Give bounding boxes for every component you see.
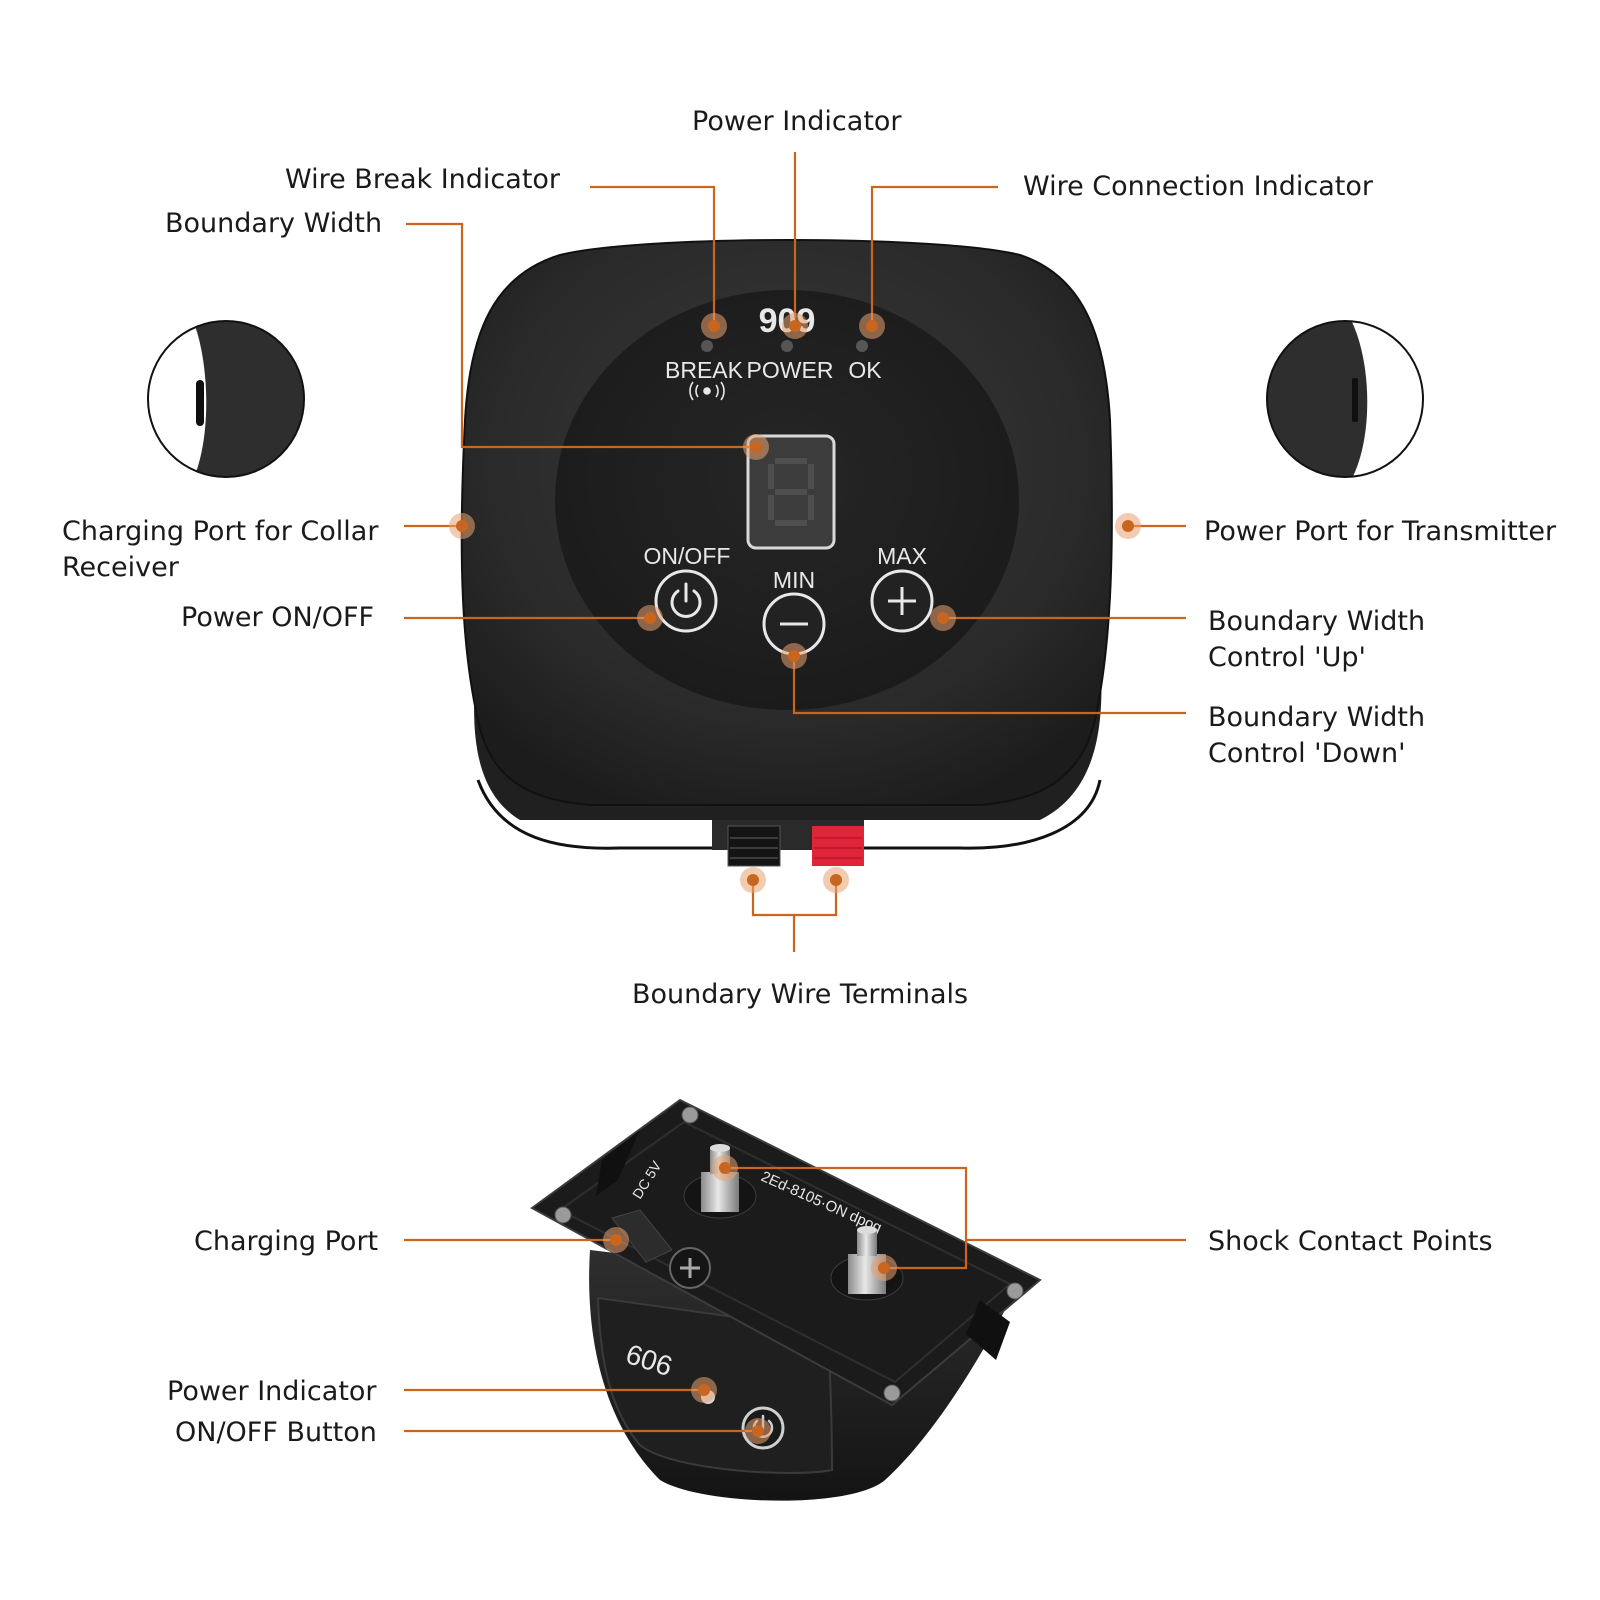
callout-dot [691, 1377, 717, 1403]
min-button[interactable] [762, 592, 826, 656]
power-led-label: POWER [747, 357, 834, 383]
seven-segment-digit [768, 458, 814, 526]
label-wire-connection-indicator: Wire Connection Indicator [1023, 171, 1374, 202]
callout-dot [823, 867, 849, 893]
transmitter-power-port-inset [1266, 320, 1424, 478]
label-charging-port-collar-2: Receiver [62, 552, 180, 583]
ok-led [856, 340, 868, 352]
callout-dot [701, 313, 727, 339]
callout-dot [740, 867, 766, 893]
break-led [701, 340, 713, 352]
red-terminal [812, 826, 864, 866]
receiver-top-plate [530, 1098, 1042, 1407]
max-button[interactable] [870, 569, 934, 633]
label-power-onoff: Power ON/OFF [181, 602, 374, 633]
label-shock-contact-points: Shock Contact Points [1208, 1226, 1493, 1257]
max-button-label: MAX [877, 543, 927, 569]
label-wire-break-indicator: Wire Break Indicator [285, 164, 561, 195]
onoff-button-label: ON/OFF [644, 543, 731, 569]
callout-dot [745, 1418, 771, 1444]
black-terminal [727, 825, 781, 867]
plus-icon [888, 587, 916, 615]
callout-dot [781, 643, 807, 669]
min-button-label: MIN [773, 567, 815, 593]
label-boundary-width: Boundary Width [165, 208, 382, 239]
collar-charging-port-inset [147, 320, 305, 478]
transmitter-unit: 909 BREAK POWER OK ON/OFF [460, 239, 1113, 867]
callout-dots [449, 313, 1141, 1444]
power-led [781, 340, 793, 352]
callout-dot [859, 313, 885, 339]
boundary-wire-terminals [712, 820, 864, 867]
label-power-indicator-receiver: Power Indicator [167, 1376, 377, 1407]
power-icon [670, 582, 702, 618]
callout-dot [1115, 513, 1141, 539]
callout-dot [871, 1255, 897, 1281]
power-button[interactable] [654, 569, 718, 633]
label-bw-up-2: Control 'Up' [1208, 642, 1366, 673]
callout-dot [637, 605, 663, 631]
label-bw-up-1: Boundary Width [1208, 606, 1425, 637]
ok-led-label: OK [848, 357, 882, 383]
label-bw-down-2: Control 'Down' [1208, 738, 1406, 769]
callout-labels: Power Indicator Wire Break Indicator Wir… [62, 106, 1557, 1448]
callout-dot [603, 1227, 629, 1253]
callout-dot [782, 313, 808, 339]
receiver-screws [554, 1106, 1024, 1402]
label-charging-port: Charging Port [194, 1226, 378, 1257]
label-charging-port-collar-1: Charging Port for Collar [62, 516, 379, 547]
callout-dot [930, 605, 956, 631]
wireless-signal-icon [689, 381, 725, 401]
break-led-label: BREAK [665, 357, 744, 383]
collar-receiver: DC 5V 2Ed-8105·ON dpoq 606 [530, 1098, 1042, 1501]
label-power-port-transmitter: Power Port for Transmitter [1204, 516, 1557, 547]
label-onoff-button: ON/OFF Button [175, 1417, 377, 1448]
label-bw-down-1: Boundary Width [1208, 702, 1425, 733]
leader-lines [404, 152, 1186, 1433]
label-power-indicator: Power Indicator [692, 106, 902, 137]
label-boundary-wire-terminals: Boundary Wire Terminals [632, 979, 968, 1010]
callout-dot [743, 434, 769, 460]
callout-dot [449, 513, 475, 539]
charging-port-cover [611, 1209, 673, 1263]
callout-dot [712, 1155, 738, 1181]
